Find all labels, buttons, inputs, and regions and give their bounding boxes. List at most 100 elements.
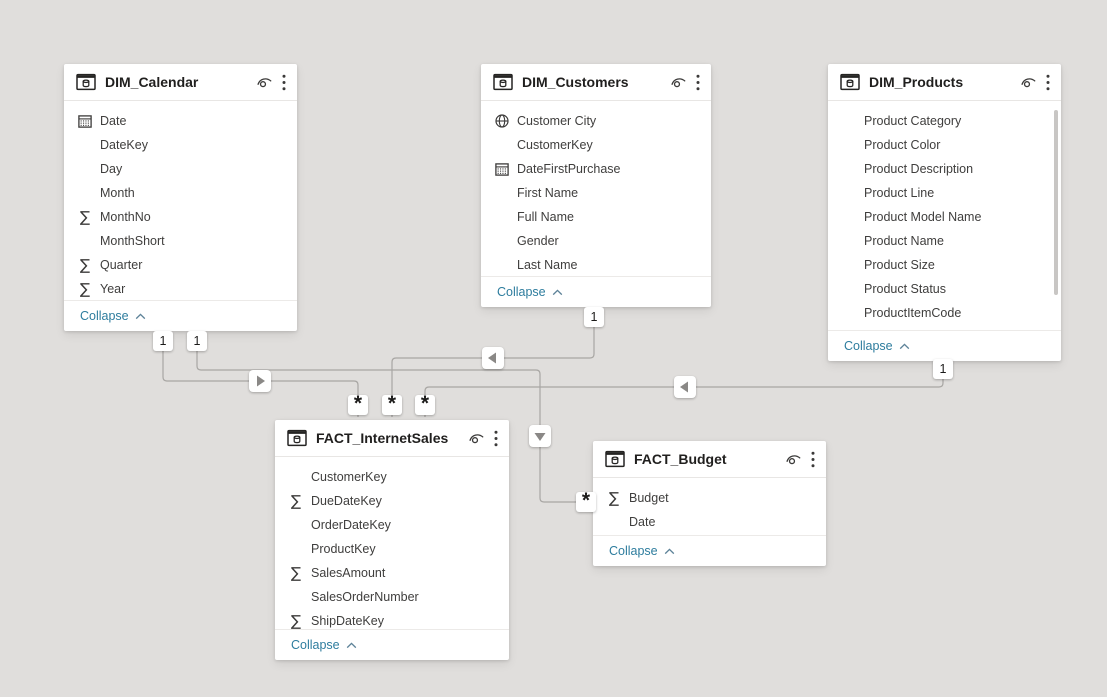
field-row[interactable]: DateKey [64,133,297,157]
field-row[interactable]: Last Name [481,253,711,276]
field-row[interactable]: ∑ShipDateKey [275,609,509,629]
cardinality-badge[interactable]: 1 [933,359,953,379]
table-card-header[interactable]: FACT_InternetSales [275,420,509,457]
field-row[interactable]: CustomerKey [481,133,711,157]
cardinality-badge[interactable]: * [415,395,435,415]
cardinality-label: * [420,395,430,415]
field-icon-spacer [493,136,511,154]
relationship-arrow-left-icon[interactable] [482,347,504,369]
field-icon-spacer [493,208,511,226]
visibility-eye-icon[interactable] [1019,74,1038,90]
field-row[interactable]: DateFirstPurchase [481,157,711,181]
field-row[interactable]: Date [593,510,826,534]
table-title: FACT_Budget [634,451,727,467]
relationship-arrow-down-icon[interactable] [529,425,551,447]
cardinality-badge[interactable]: 1 [187,331,207,351]
field-row[interactable]: CustomerKey [275,465,509,489]
relationship-arrow-right-icon[interactable] [249,370,271,392]
collapse-button[interactable]: Collapse [275,629,509,660]
field-row[interactable]: Day [64,157,297,181]
more-options-icon[interactable] [281,73,287,92]
field-row[interactable]: ProductKey [275,537,509,561]
cardinality-badge[interactable]: 1 [153,331,173,351]
field-row[interactable]: Full Name [481,205,711,229]
field-row[interactable]: Product Category [828,109,1061,133]
field-row[interactable]: ProductItemCode [828,301,1061,325]
table-title: DIM_Calendar [105,74,199,90]
more-options-icon[interactable] [810,450,816,469]
collapse-button[interactable]: Collapse [481,276,711,307]
field-row[interactable]: Product Size [828,253,1061,277]
field-row[interactable]: ∑Year [64,277,297,300]
field-row[interactable]: ∑DueDateKey [275,489,509,513]
field-icon-spacer [840,232,858,250]
field-row[interactable]: Product Line [828,181,1061,205]
field-name: ProductItemCode [864,306,962,320]
visibility-eye-icon[interactable] [784,451,803,467]
collapse-button[interactable]: Collapse [64,300,297,331]
field-icon-spacer [287,468,305,486]
field-row[interactable]: Date [64,109,297,133]
visibility-eye-icon[interactable] [255,74,274,90]
field-row[interactable]: Product Description [828,157,1061,181]
table-card[interactable]: FACT_InternetSales CustomerKey∑D [275,420,509,660]
table-card-header[interactable]: FACT_Budget [593,441,826,478]
field-row[interactable]: ∑SalesAmount [275,561,509,585]
more-options-icon[interactable] [493,429,499,448]
cardinality-badge[interactable]: 1 [584,307,604,327]
field-row[interactable]: Product Model Name [828,205,1061,229]
field-row[interactable]: Product Color [828,133,1061,157]
table-card-header[interactable]: DIM_Products [828,64,1061,101]
cardinality-badge[interactable]: * [382,395,402,415]
table-card-header[interactable]: DIM_Customers [481,64,711,101]
field-row[interactable]: OrderDateKey [275,513,509,537]
scrollbar-thumb[interactable] [1054,110,1058,295]
relationship-line-calendar-to-budget[interactable] [196,331,593,503]
relationship-arrow-left-icon[interactable] [674,376,696,398]
cardinality-badge[interactable]: * [348,395,368,415]
field-row[interactable]: Product Status [828,277,1061,301]
table-icon [492,71,514,93]
visibility-eye-icon[interactable] [669,74,688,90]
field-name: Product Status [864,282,946,296]
field-row[interactable]: Customer City [481,109,711,133]
field-icon-spacer [76,160,94,178]
field-row[interactable]: ∑Budget [593,486,826,510]
table-card-header[interactable]: DIM_Calendar [64,64,297,101]
field-name: Date [629,515,656,529]
visibility-eye-icon[interactable] [467,430,486,446]
field-name: OrderDateKey [311,518,391,532]
field-icon-spacer [287,588,305,606]
more-options-icon[interactable] [1045,73,1051,92]
collapse-label: Collapse [80,309,129,323]
field-name: Product Line [864,186,935,200]
cardinality-label: 1 [159,334,167,348]
sigma-icon: ∑ [290,611,302,629]
table-icon [286,427,308,449]
field-icon-spacer [76,184,94,202]
field-row[interactable]: MonthShort [64,229,297,253]
field-icon-spacer [493,256,511,274]
field-row[interactable]: ∑Quarter [64,253,297,277]
more-options-icon[interactable] [695,73,701,92]
chevron-up-icon [664,547,675,555]
field-name: SalesOrderNumber [311,590,419,604]
field-row[interactable]: Product Name [828,229,1061,253]
field-row[interactable]: Month [64,181,297,205]
field-row[interactable]: First Name [481,181,711,205]
field-row[interactable]: Gender [481,229,711,253]
field-row[interactable]: SalesOrderNumber [275,585,509,609]
field-name: Day [100,162,123,176]
collapse-button[interactable]: Collapse [593,535,826,566]
field-row[interactable]: ∑MonthNo [64,205,297,229]
cardinality-badge[interactable]: * [576,492,596,512]
collapse-button[interactable]: Collapse [828,330,1061,361]
table-title: DIM_Products [869,74,964,90]
